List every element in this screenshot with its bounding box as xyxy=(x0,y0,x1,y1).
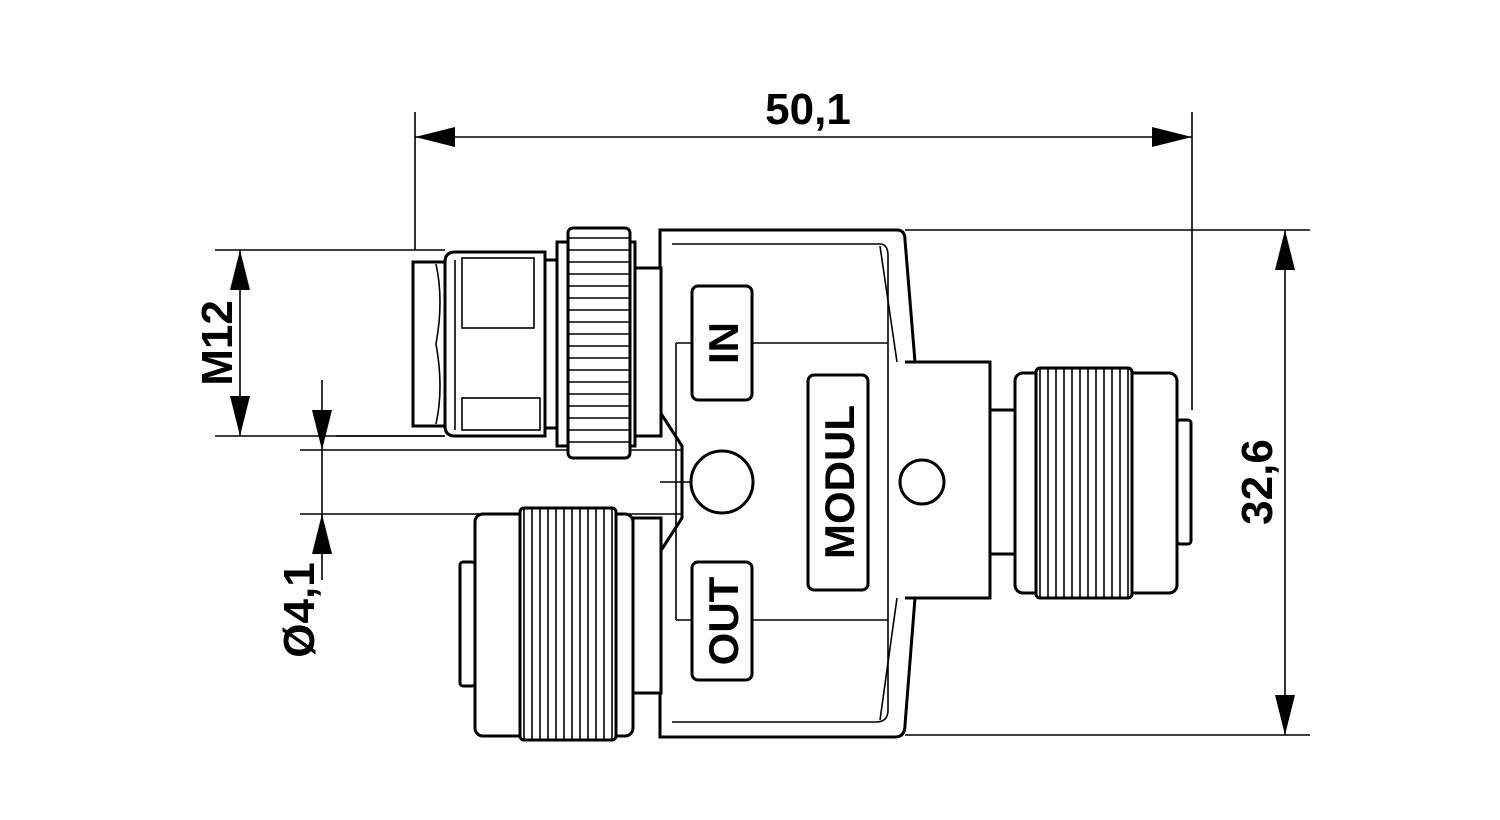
hole-diameter-label: Ø4,1 xyxy=(275,562,324,657)
overall-length-label: 50,1 xyxy=(765,85,851,134)
top-left-connector xyxy=(411,226,663,460)
out-tag: OUT xyxy=(690,560,754,682)
in-tag: IN xyxy=(690,284,754,402)
dimension-overall-length: 50,1 xyxy=(414,85,1193,410)
module-label: MODUL xyxy=(816,405,863,559)
dimension-overall-height: 32,6 xyxy=(905,229,1310,736)
thread-label: M12 xyxy=(193,300,242,386)
right-connector xyxy=(898,360,1193,600)
overall-height-label: 32,6 xyxy=(1233,439,1282,525)
out-label: OUT xyxy=(700,576,747,665)
in-label: IN xyxy=(700,322,747,364)
right-hole xyxy=(898,458,946,506)
dimension-thread: M12 xyxy=(193,249,445,437)
module-tag: MODUL xyxy=(806,373,870,592)
bottom-left-connector xyxy=(458,506,663,742)
dimension-hole-diameter: Ø4,1 xyxy=(275,380,705,658)
mounting-hole xyxy=(689,449,755,515)
